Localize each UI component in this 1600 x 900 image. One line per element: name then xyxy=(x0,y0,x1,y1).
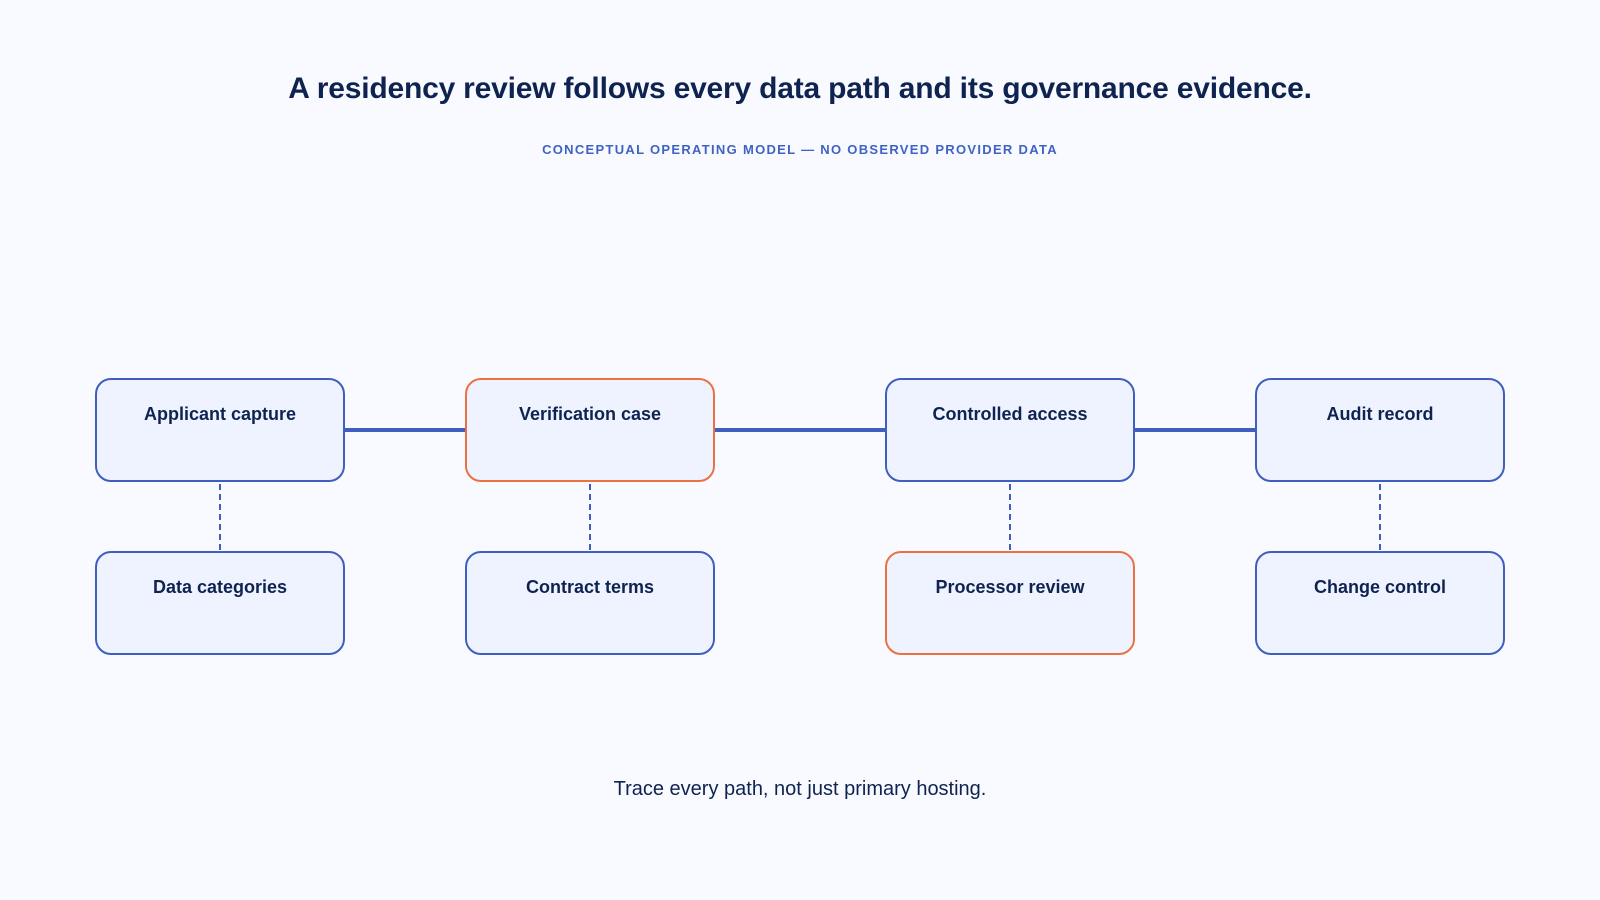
flow-node-verification-case: Verification case xyxy=(465,378,715,482)
flow-connector-3 xyxy=(1135,428,1255,432)
diagram-subtitle: CONCEPTUAL OPERATING MODEL — NO OBSERVED… xyxy=(542,142,1058,157)
node-label: Verification case xyxy=(518,404,662,424)
flow-connector-1 xyxy=(345,428,465,432)
flow-node-applicant-capture: Applicant capture xyxy=(95,378,345,482)
node-label: Controlled access xyxy=(932,404,1088,424)
evidence-node-contract-terms: Contract terms xyxy=(465,551,715,655)
evidence-node-processor-review: Processor review xyxy=(885,551,1135,655)
node-label: Applicant capture xyxy=(143,404,297,424)
node-label: Audit record xyxy=(1326,404,1434,424)
evidence-node-data-categories: Data categories xyxy=(95,551,345,655)
node-label: Data categories xyxy=(152,577,288,597)
diagram-footer-note: Trace every path, not just primary hosti… xyxy=(613,778,987,800)
flow-connector-2 xyxy=(715,428,885,432)
node-label: Change control xyxy=(1313,577,1446,597)
node-label: Contract terms xyxy=(525,577,655,597)
diagram-title: A residency review follows every data pa… xyxy=(288,72,1312,105)
evidence-link-4 xyxy=(1379,484,1381,550)
flow-node-audit-record: Audit record xyxy=(1255,378,1505,482)
evidence-link-2 xyxy=(589,484,591,550)
evidence-node-change-control: Change control xyxy=(1255,551,1505,655)
node-label: Processor review xyxy=(935,577,1085,597)
evidence-link-3 xyxy=(1009,484,1011,550)
evidence-link-1 xyxy=(219,484,221,550)
flow-node-controlled-access: Controlled access xyxy=(885,378,1135,482)
